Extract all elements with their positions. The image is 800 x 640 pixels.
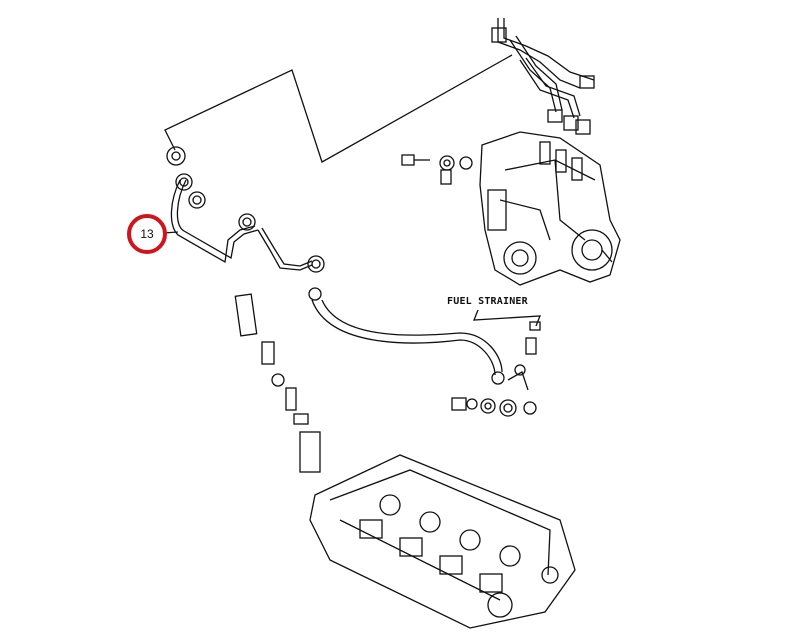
- fuel-strainer-fittings: [451, 321, 541, 417]
- injection-pipe-13: [166, 146, 325, 273]
- injector-nozzle: [234, 293, 321, 473]
- cylinder-head: [309, 454, 576, 629]
- fuel-strainer-label: FUEL STRAINER: [447, 296, 528, 307]
- callout-13[interactable]: 13: [127, 214, 167, 254]
- injection-pipes-upper: [491, 18, 595, 135]
- fuel-hose: [308, 287, 505, 385]
- callout-number: 13: [140, 227, 154, 241]
- reference-line: [164, 54, 513, 163]
- fuel-strainer-leader: [473, 309, 541, 327]
- pump-fittings: [401, 154, 473, 185]
- fuel-injection-pump: [479, 131, 621, 286]
